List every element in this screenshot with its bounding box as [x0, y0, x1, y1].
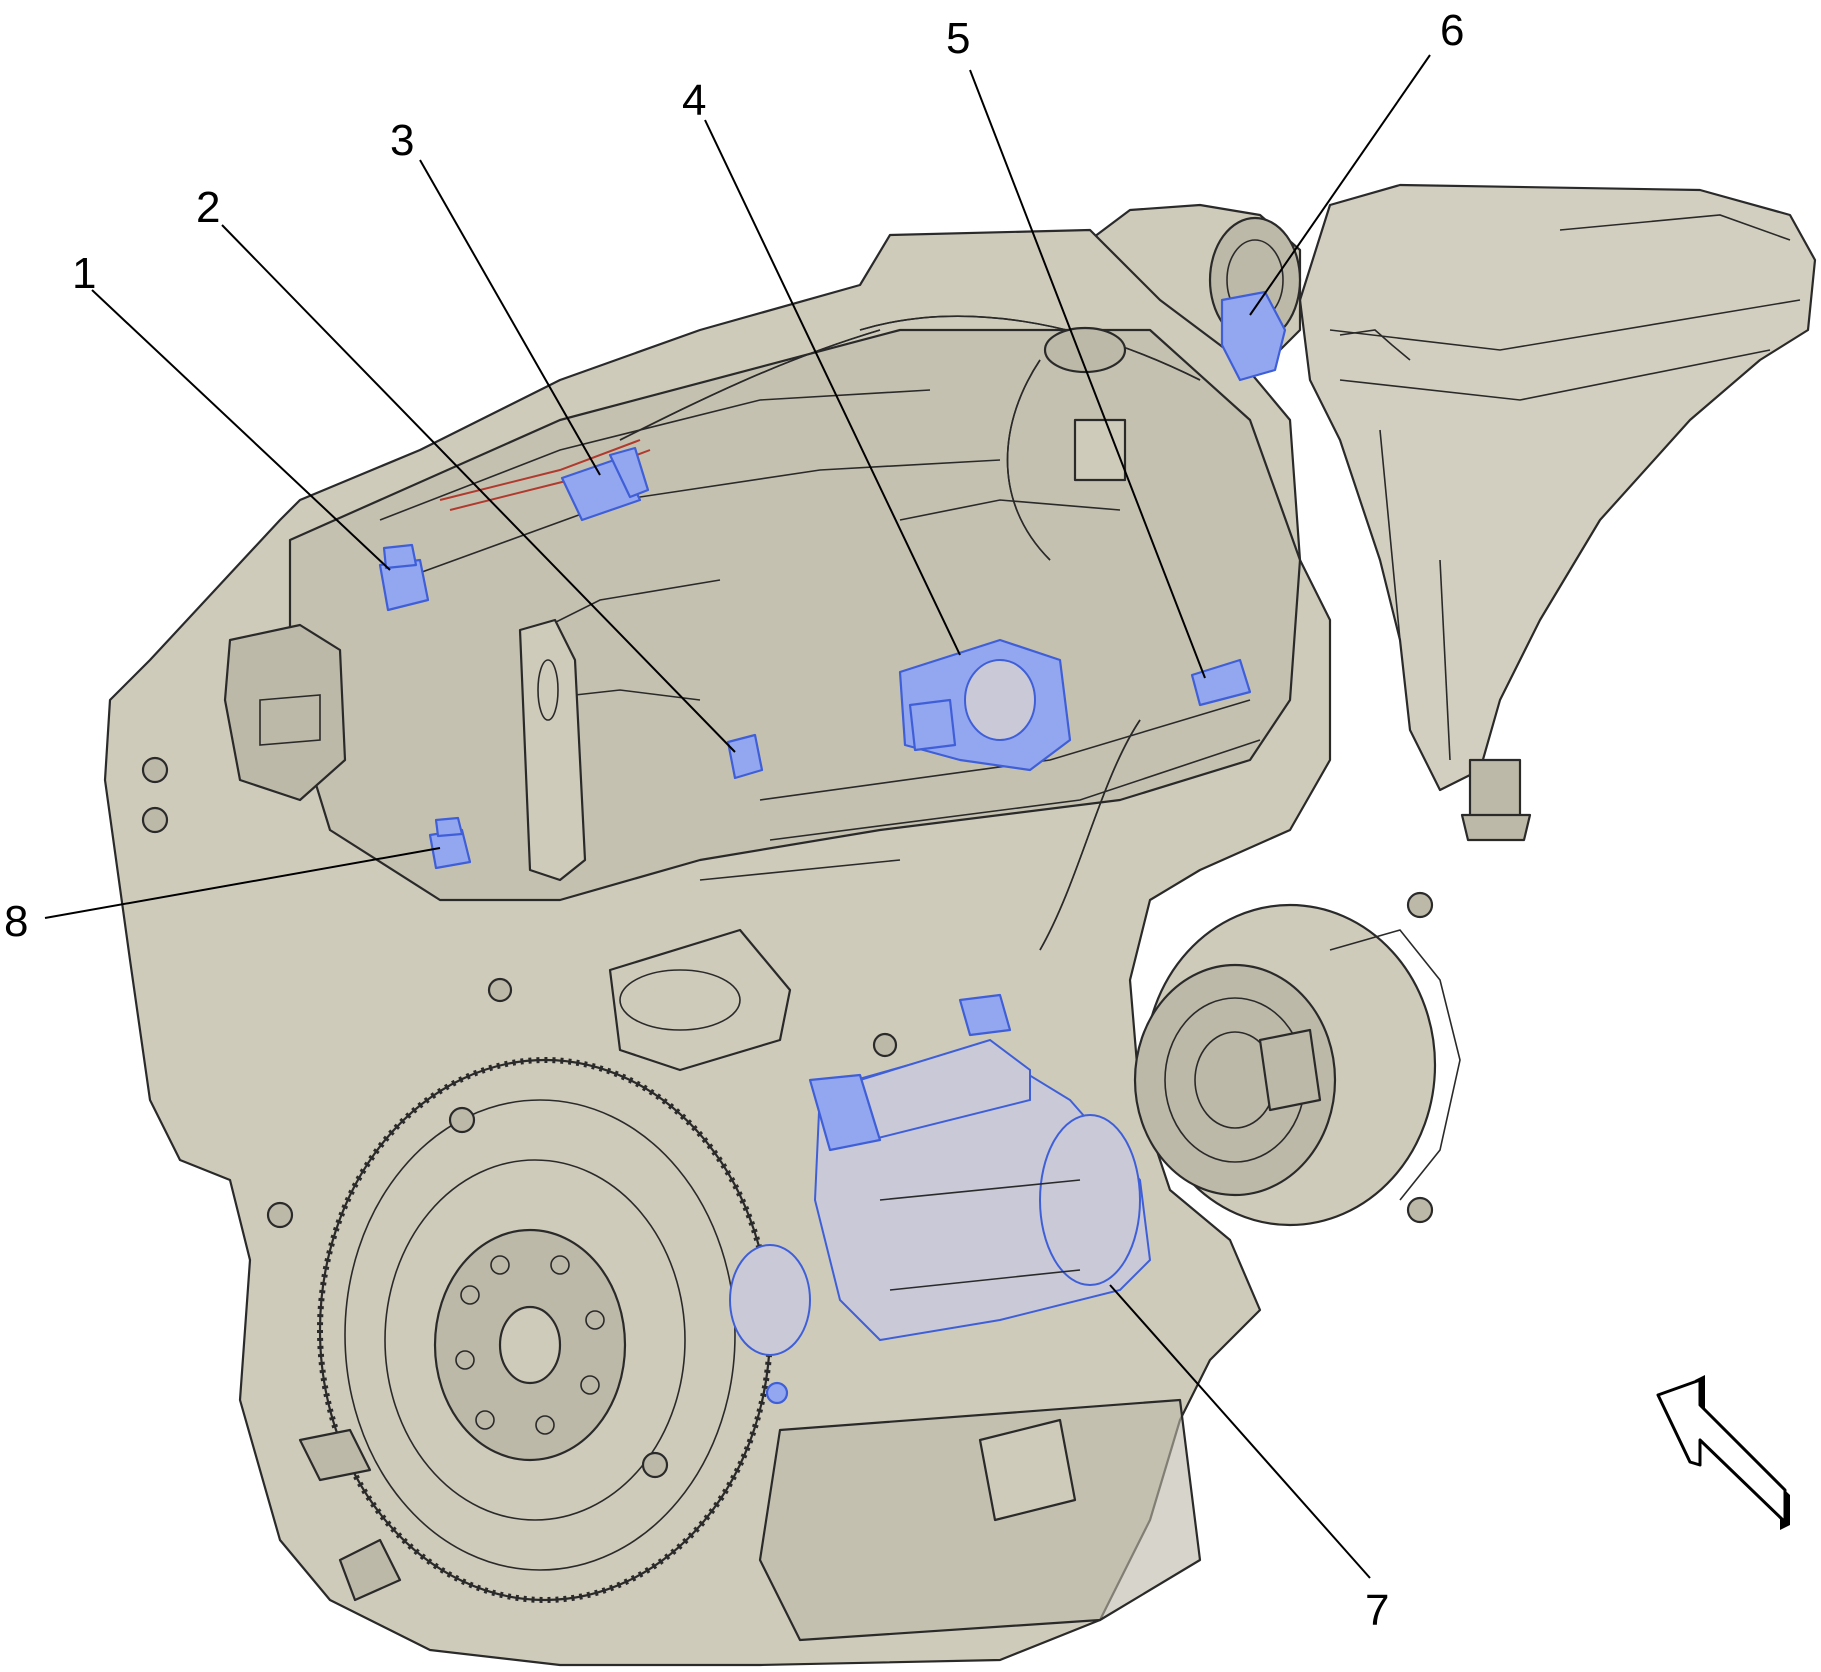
callout-6: 6 — [1440, 6, 1464, 55]
callout-5: 5 — [946, 14, 970, 63]
callout-2: 2 — [196, 183, 220, 232]
view-direction-arrow-icon — [1656, 1375, 1790, 1530]
callout-8: 8 — [4, 897, 28, 946]
callout-1: 1 — [72, 249, 96, 298]
leader-line-3 — [419, 159, 601, 476]
leader-line-1 — [91, 289, 391, 571]
component-5-sensor — [1190, 658, 1252, 707]
leader-line-2 — [221, 224, 736, 753]
callout-4: 4 — [682, 76, 706, 125]
coolant-surge-tank — [1298, 183, 1817, 842]
callout-7: 7 — [1365, 1586, 1389, 1635]
leader-line-6 — [1249, 54, 1431, 316]
component-2-sensor — [726, 733, 764, 780]
alternator — [1133, 903, 1461, 1227]
leader-line-8 — [44, 847, 441, 919]
oil-filter — [608, 928, 792, 1072]
flywheel — [298, 1057, 773, 1603]
leader-line-4 — [704, 119, 961, 656]
engine-illustration — [103, 183, 1817, 1667]
component-1-sensor — [378, 543, 430, 612]
leader-line-7 — [1109, 1284, 1371, 1579]
component-8-sensor — [428, 816, 472, 870]
callout-3: 3 — [390, 116, 414, 165]
oil-pan — [758, 1398, 1202, 1642]
leader-line-5 — [969, 69, 1206, 679]
leader-lines — [44, 54, 1431, 1579]
callout-numbers: 1 2 3 4 5 6 7 8 — [4, 6, 1464, 1635]
component-3-connector — [560, 446, 650, 522]
component-4-module — [898, 638, 1072, 772]
component-7-starter-motor — [729, 993, 1152, 1405]
